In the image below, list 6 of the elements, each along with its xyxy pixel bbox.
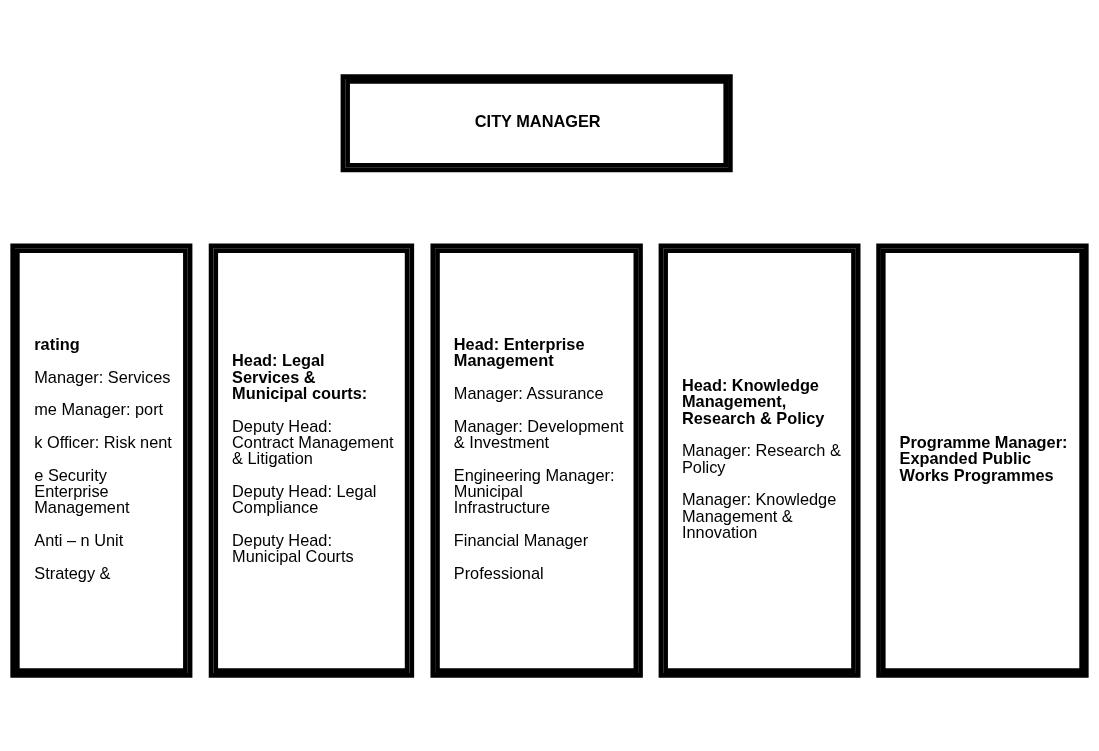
node-box: Head: Enterprise Management Manager: Assurance Manager: Development & Investment Engineering Manager: Municipal Infrastructure Financial Manager Professional — [430, 243, 643, 678]
node-box: CITY MANAGER — [340, 73, 733, 172]
node-box: Head: Knowledge Management, Research & Policy Manager: Research & Policy Manager: Knowledge Management & Innovation — [658, 243, 861, 678]
node-box: Head: Legal Services & Municipal courts: Deputy Head: Contract Management & Litigation Deputy Head: Legal Compliance Deputy Head: Municipal Courts — [208, 243, 415, 678]
node-box: rating Manager: Services me Manager: port k Officer: Risk nent e Security Enterprise Management Anti – n Unit Strategy & — [10, 243, 193, 678]
node-box: Programme Manager: Expanded Public Works Programmes — [876, 243, 1089, 678]
